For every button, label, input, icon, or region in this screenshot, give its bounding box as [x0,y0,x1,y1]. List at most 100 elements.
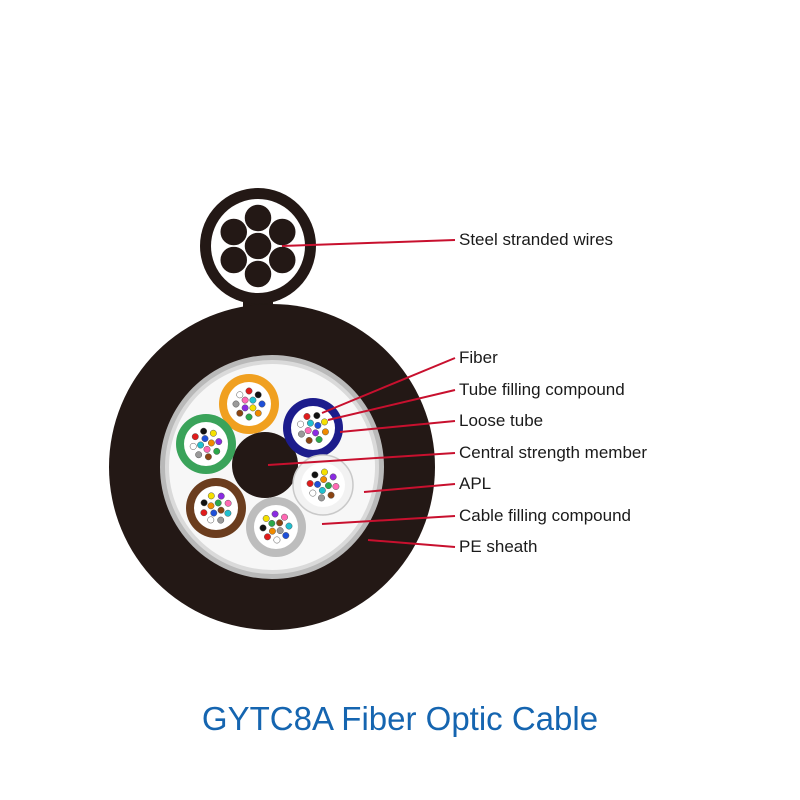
fiber [282,532,290,539]
main-cable [109,304,435,630]
tube-filling-compound [194,486,238,530]
fiber [311,471,319,479]
label-tube-filling-compound: Tube filling compound [459,380,625,399]
fiber [189,442,197,450]
loose-tube [283,398,343,458]
fiber [224,499,232,507]
messenger-wire [200,188,316,330]
fiber [305,436,313,444]
loose-tube [219,374,279,434]
label-loose-tube: Loose tube [459,411,543,430]
steel-wire [243,259,273,289]
fiber [217,516,225,524]
fiber [245,413,253,421]
loose-tube [246,497,306,557]
leader-line [339,420,456,433]
steel-wire [267,245,297,275]
tube-filling-compound [184,422,228,466]
fiber [232,400,240,408]
fiber [268,519,276,527]
central-strength-member [232,432,298,498]
fiber [321,418,328,426]
leader-line [321,357,456,414]
fiber [207,502,215,510]
leader-lines [267,239,456,548]
fiber [271,510,279,518]
fiber [273,536,281,544]
fiber [254,391,262,399]
fiber [303,413,311,420]
fiber [264,533,271,541]
fiber [314,480,321,488]
fiber [327,491,335,499]
fiber [268,527,276,535]
fiber [195,451,203,459]
fiber [309,489,317,497]
fiber [281,513,288,521]
leader-line [267,452,456,466]
fiber [297,420,305,428]
fiber [203,445,211,453]
fiber [241,404,249,412]
loose-tubes [176,374,354,557]
leader-line [321,515,456,525]
label-pe-sheath: PE sheath [459,537,537,556]
steel-wire [243,231,273,261]
label-central-strength-member: Central strength member [459,443,647,462]
loose-tube [176,414,236,474]
fiber [312,429,320,437]
leader-line [363,483,456,493]
fiber [304,427,312,435]
fiber [217,506,225,514]
fiber [197,441,205,449]
fiber [213,447,221,455]
fiber [214,499,222,507]
fiber [207,492,215,500]
fiber [201,435,209,443]
fiber [313,412,321,420]
diagram-title: GYTC8A Fiber Optic Cable [201,700,599,737]
fiber [332,483,340,490]
fiber [329,473,337,481]
fiber [191,433,199,441]
fiber [249,404,257,412]
fiber [249,396,257,404]
loose-tube [292,454,354,516]
fiber [254,409,262,417]
fiber [204,453,212,461]
fiber [321,428,329,436]
fiber [200,509,208,517]
fiber [318,487,326,494]
fiber [325,482,332,490]
fiber [200,499,208,507]
fiber [241,396,249,404]
loose-tube [186,478,246,538]
callout-labels: Steel stranded wires Fiber Tube filling … [459,230,647,556]
leader-line [281,239,456,247]
fiber [276,519,284,527]
leader-line [327,389,456,421]
fiber [259,524,267,532]
fiber [200,427,208,435]
fiber [276,527,284,535]
steel-wire [219,217,249,247]
fiber [224,509,232,517]
label-apl: APL [459,474,491,493]
fiber [285,522,293,530]
fiber [207,439,215,447]
fiber [209,429,217,437]
steel-stranded-wires [219,203,297,289]
steel-wire [267,217,297,247]
fiber [298,430,305,438]
label-cable-filling-compound: Cable filling compound [459,506,631,525]
tube-filling-compound [291,406,335,450]
fiber [258,400,266,408]
fiber [315,436,323,443]
fiber [217,492,225,500]
fiber [245,387,253,395]
fiber [318,494,325,502]
fiber [215,438,223,446]
fiber [236,409,244,417]
fiber [314,421,322,429]
